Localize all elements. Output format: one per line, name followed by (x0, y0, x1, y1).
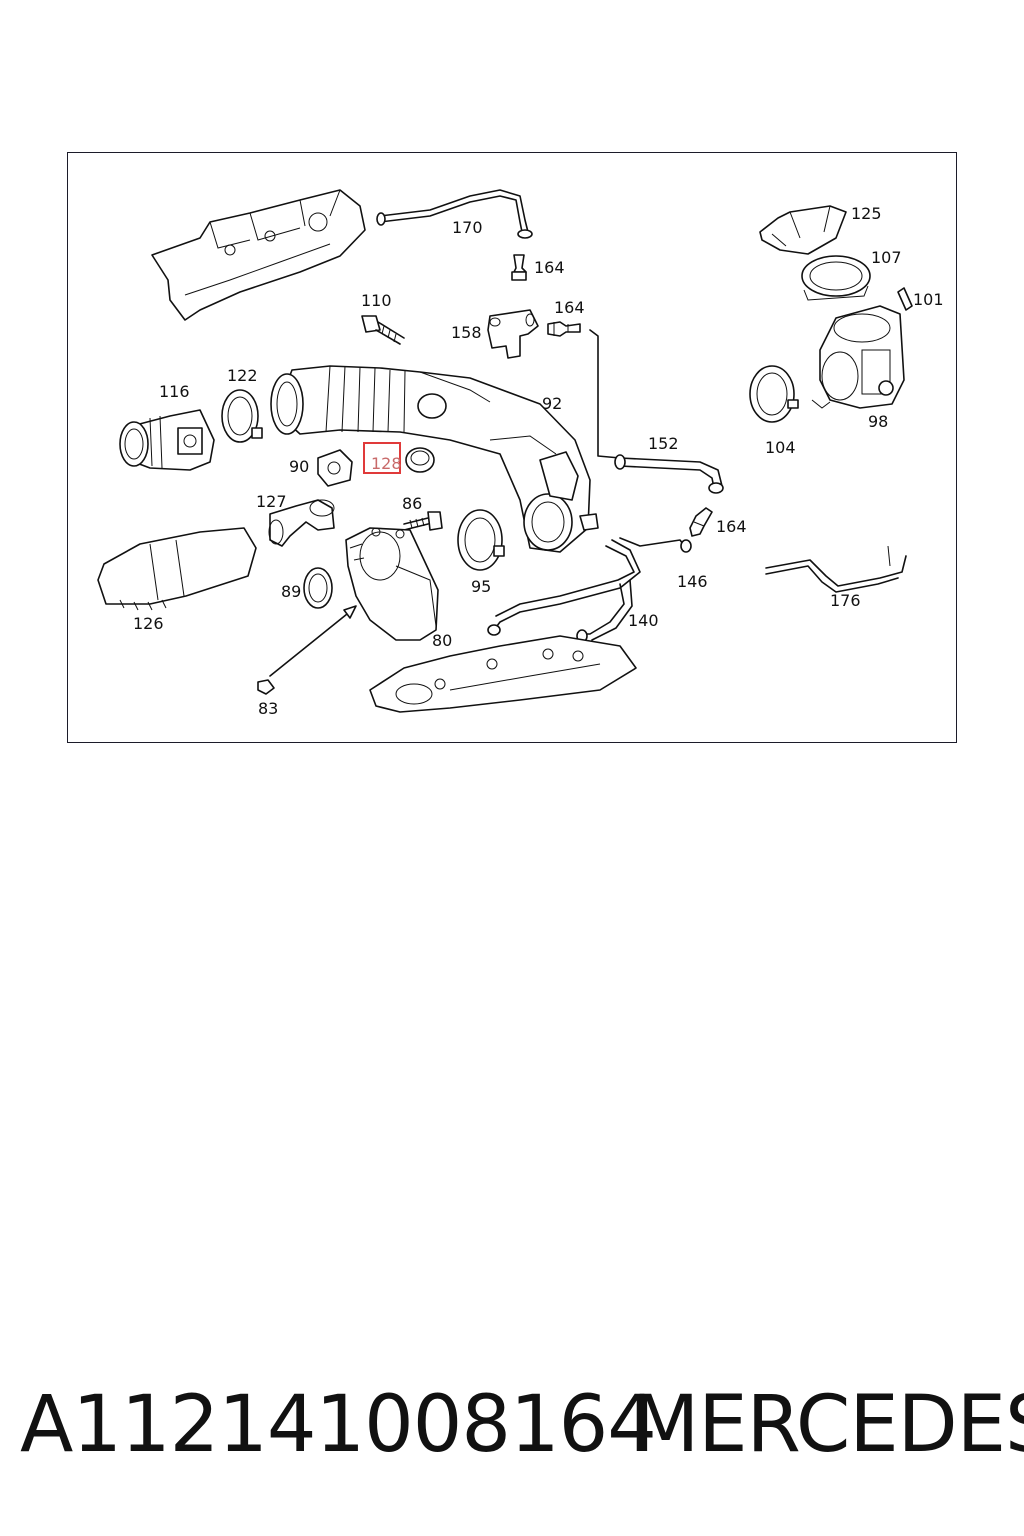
label-164-top: 164 (534, 258, 565, 277)
clamp-125-drawing (759, 205, 847, 255)
label-95: 95 (471, 577, 491, 596)
label-107: 107 (871, 248, 902, 267)
bolt-110-drawing (361, 315, 405, 345)
connector-164-top-drawing (511, 254, 527, 281)
label-125: 125 (851, 204, 882, 223)
ring-95-drawing (457, 509, 505, 571)
label-89: 89 (281, 582, 301, 601)
label-152: 152 (648, 434, 679, 453)
highlight-box-128 (363, 442, 401, 474)
bolt-86-drawing (403, 511, 443, 531)
clamp-122-drawing (221, 389, 263, 443)
label-164-low: 164 (716, 517, 747, 536)
ring-107-drawing (801, 255, 871, 301)
hose-146-drawing (493, 539, 641, 631)
clip-83-drawing (257, 605, 357, 695)
label-146: 146 (677, 572, 708, 591)
label-122: 122 (227, 366, 258, 385)
connector-164-low-drawing (689, 507, 713, 537)
throttle-80-drawing (345, 527, 439, 641)
part-number: A112141008164 (20, 1380, 657, 1470)
label-80: 80 (432, 631, 452, 650)
hose-170-drawing (379, 189, 529, 233)
label-116: 116 (159, 382, 190, 401)
intake-pipe-92-drawing (270, 365, 599, 553)
brand-name: MERCEDES (632, 1380, 1024, 1470)
bracket-90-drawing (317, 449, 353, 487)
label-110: 110 (361, 291, 392, 310)
resonator-126-drawing (97, 527, 257, 611)
label-128[interactable]: 128 (371, 454, 402, 473)
label-158: 158 (451, 323, 482, 342)
pipe-176-drawing (765, 555, 907, 587)
label-164-mid: 164 (554, 298, 585, 317)
intake-manifold-top-drawing (151, 189, 366, 321)
meter-116-drawing (119, 409, 215, 471)
part-101-drawing (897, 287, 913, 311)
label-92: 92 (542, 394, 562, 413)
hose-152-drawing (589, 329, 723, 487)
label-90: 90 (289, 457, 309, 476)
label-126: 126 (133, 614, 164, 633)
footer: A112141008164 MERCEDES (0, 1380, 1024, 1470)
tpiece-158-drawing (487, 309, 539, 359)
label-83: 83 (258, 699, 278, 718)
label-104: 104 (765, 438, 796, 457)
seal-89-drawing (303, 567, 333, 609)
housing-98-drawing (811, 305, 905, 409)
engine-lower-drawing (369, 635, 637, 713)
label-140: 140 (628, 611, 659, 630)
label-127: 127 (256, 492, 287, 511)
connector-164-mid-drawing (547, 321, 581, 337)
label-170: 170 (452, 218, 483, 237)
cap-128-drawing (405, 447, 435, 473)
label-176: 176 (830, 591, 861, 610)
ring-104-drawing (749, 365, 799, 423)
label-101: 101 (913, 290, 944, 309)
elbow-127-drawing (268, 499, 335, 547)
label-98: 98 (868, 412, 888, 431)
label-86: 86 (402, 494, 422, 513)
